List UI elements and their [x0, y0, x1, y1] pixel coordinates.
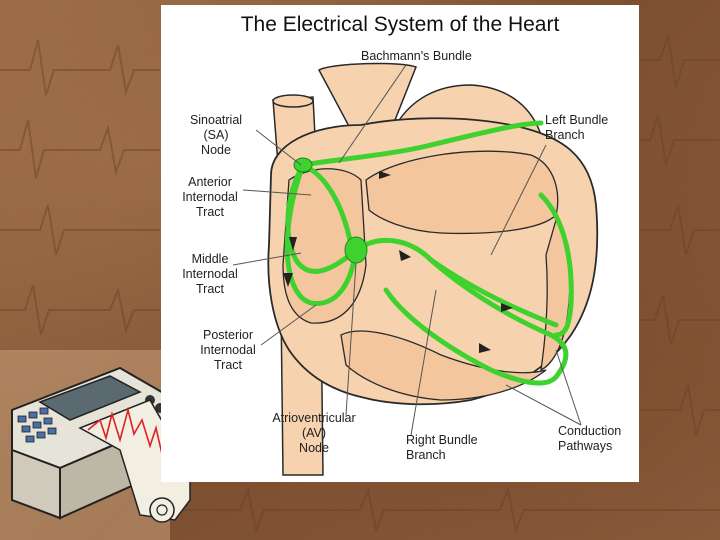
diagram-title: The Electrical System of the Heart: [240, 13, 560, 36]
sa-node: [293, 157, 313, 173]
av-node-label: Atrioventricular(AV)Node: [272, 411, 356, 455]
heart-illustration: [232, 62, 599, 476]
diagram-panel: The Electrical System of the Heart Bachm…: [161, 5, 639, 482]
ecg-machine-icon: [0, 350, 191, 540]
bachmanns-bundle-label: Bachmann's Bundle: [361, 49, 472, 63]
av-node: [344, 236, 368, 264]
aorta: [317, 62, 417, 131]
sa-node-label: Sinoatrial(SA)Node: [189, 113, 243, 157]
conduction-pathways: [284, 120, 574, 386]
